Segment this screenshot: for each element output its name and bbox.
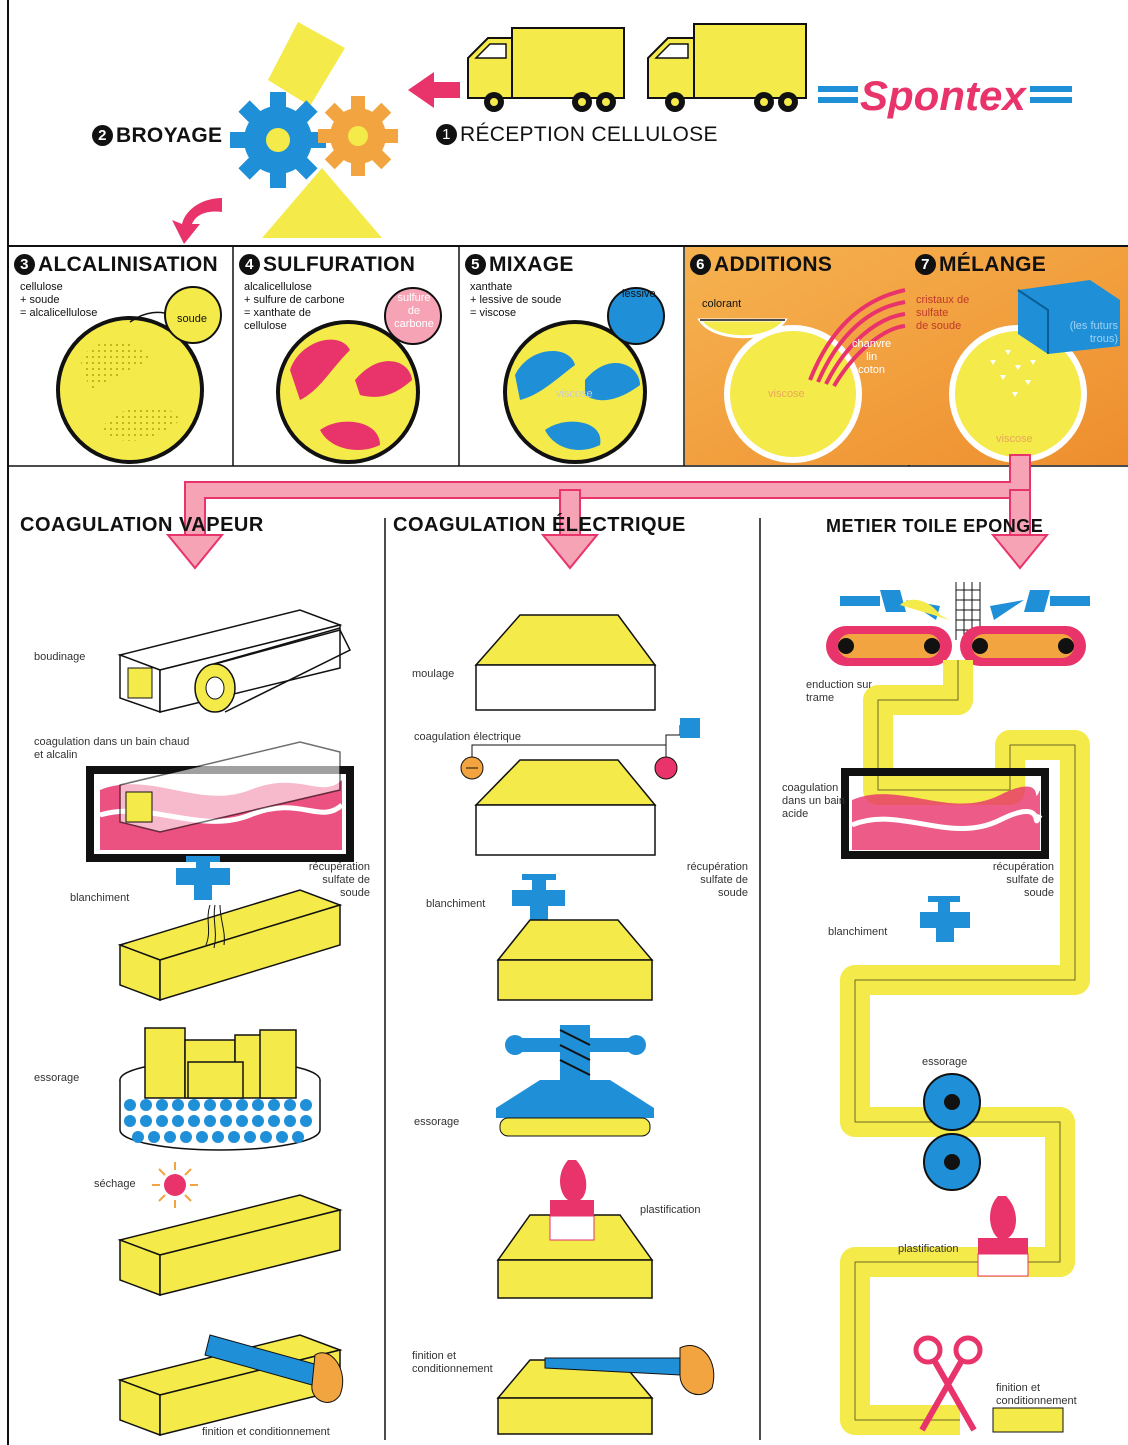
viscose-label: viscose	[556, 388, 593, 401]
step-number-badge: 3	[14, 254, 35, 275]
blue-gear-icon	[230, 92, 326, 188]
orange-gear-icon	[318, 96, 398, 176]
formula-line: + sulfure de carbone	[244, 294, 345, 307]
soude-tag: soude	[177, 313, 207, 326]
column-title-metier: METIER TOILE EPONGE	[826, 516, 1043, 537]
formula-line: sulfate	[916, 307, 969, 320]
formula-line: cristaux de	[916, 294, 969, 307]
step-number-badge: 4	[239, 254, 260, 275]
arrow-left-icon	[408, 72, 460, 108]
spontex-logo: Spontex	[818, 72, 1072, 119]
stage-label: SULFURATION	[263, 253, 415, 276]
step-label: essorage	[414, 1116, 459, 1129]
step-label: RÉCEPTION CELLULOSE	[460, 123, 718, 146]
fibres-label: chanvre lin coton	[852, 338, 891, 377]
step-label: enduction sur trame	[806, 679, 876, 705]
stage-4-formula: alcalicellulose + sulfure de carbone = x…	[244, 281, 345, 333]
formula-line: xanthate	[470, 281, 561, 294]
fibre-name: chanvre	[852, 338, 891, 351]
step-label: finition et conditionnement	[996, 1382, 1106, 1408]
formula-line: + lessive de soude	[470, 294, 561, 307]
step-label: blanchiment	[426, 898, 485, 911]
step-label: récupération sulfate de soude	[668, 861, 748, 900]
fibre-name: coton	[852, 364, 891, 377]
formula-line: alcalicellulose	[244, 281, 345, 294]
step-label: plastification	[898, 1243, 959, 1256]
step-label: coagulation dans un bain acide	[782, 782, 852, 821]
step-label: blanchiment	[828, 926, 887, 939]
flow-arrows	[168, 455, 1047, 568]
step-label: essorage	[922, 1056, 967, 1069]
formula-line: = viscose	[470, 307, 561, 320]
viscose-label: viscose	[996, 433, 1033, 446]
step-label: finition et conditionnement	[202, 1426, 330, 1439]
column-title-vapeur: COAGULATION VAPEUR	[20, 514, 264, 537]
step-label: moulage	[412, 668, 454, 681]
sulfure-tag: sulfure de carbone	[392, 292, 436, 331]
step-label: récupération sulfate de soude	[290, 861, 370, 900]
formula-line: cellulose	[20, 281, 97, 294]
lessive-tag: lessive	[622, 288, 656, 301]
formula-line: cellulose	[244, 320, 345, 333]
step-number-badge: 7	[915, 254, 936, 275]
stage-label: MÉLANGE	[939, 253, 1046, 276]
step-label: coagulation électrique	[414, 731, 521, 744]
step-number-badge: 6	[690, 254, 711, 275]
col1-illustrations	[90, 610, 350, 1435]
formula-line: = alcalicellulose	[20, 307, 97, 320]
column-title-electrique: COAGULATION ÉLECTRIQUE	[393, 514, 686, 537]
step-label: BROYAGE	[116, 124, 222, 147]
stage-3-formula: cellulose + soude = alcalicellulose	[20, 281, 97, 320]
formula-line: + soude	[20, 294, 97, 307]
stage-label: ALCALINISATION	[38, 253, 218, 276]
stage-7-formula: cristaux de sulfate de soude	[916, 294, 969, 333]
step-label: séchage	[94, 1178, 136, 1191]
viscose-label: viscose	[768, 388, 805, 401]
formula-line: = xanthate de	[244, 307, 345, 320]
step-label: essorage	[34, 1072, 79, 1085]
holes-tag: (les futurs trous)	[1050, 320, 1118, 346]
step-number-badge: 1	[436, 124, 457, 145]
stage-5-formula: xanthate + lessive de soude = viscose	[470, 281, 561, 320]
truck-icon	[468, 28, 624, 112]
step-number-badge: 2	[92, 125, 113, 146]
colorant-tag: colorant	[702, 298, 741, 311]
step-label: récupération sulfate de soude	[974, 861, 1054, 900]
step-label: finition et conditionnement	[412, 1350, 522, 1376]
truck-icon	[648, 24, 806, 112]
step-label: blanchiment	[70, 892, 129, 905]
stage-label: ADDITIONS	[714, 253, 832, 276]
fibre-name: lin	[852, 351, 891, 364]
col3-illustrations	[826, 582, 1090, 1432]
formula-line: de soude	[916, 320, 969, 333]
brand-logo-text: Spontex	[860, 72, 1027, 119]
step-label: coagulation dans un bain chaud et alcali…	[34, 736, 194, 762]
step-label: boudinage	[34, 651, 85, 664]
stage-label: MIXAGE	[489, 253, 574, 276]
step-number-badge: 5	[465, 254, 486, 275]
curved-arrow-icon	[172, 198, 222, 244]
step-label: plastification	[640, 1204, 701, 1217]
